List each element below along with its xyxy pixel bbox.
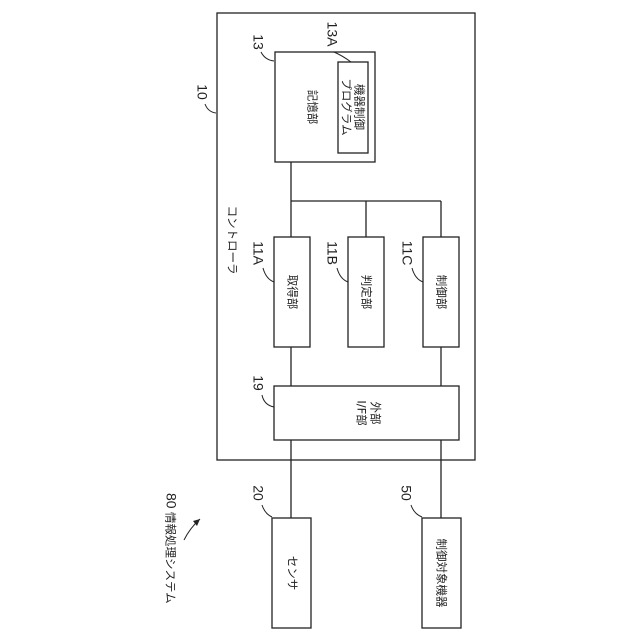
storage-label: 記憶部 <box>306 90 320 125</box>
acquisition-label: 取得部 <box>286 275 300 310</box>
acquisition-ref-number: 11A <box>250 241 266 266</box>
storage-ref-number: 13 <box>250 34 266 50</box>
control-ref-number: 11C <box>399 241 415 266</box>
system-label: 情報処理システム <box>164 512 178 604</box>
judgment-label: 判定部 <box>360 275 374 310</box>
controller-ref-number: 10 <box>194 84 210 100</box>
device-label: 制御対象機器 <box>435 539 449 608</box>
program-label-line2: プログラム <box>340 78 354 135</box>
program-label-line1: 機器制御 <box>353 84 367 130</box>
external-if-ref-number: 19 <box>250 375 266 391</box>
external-if-label-line1: 外部 <box>369 402 383 425</box>
system-ref-number: 80 <box>163 493 179 509</box>
sensor-ref-number: 20 <box>250 485 266 501</box>
sensor-label: センサ <box>286 556 300 591</box>
device-ref-number: 50 <box>398 485 414 501</box>
controller-label: コントローラ <box>226 206 240 275</box>
program-ref-number: 13A <box>324 22 340 48</box>
judgment-ref-number: 11B <box>324 241 340 265</box>
sensor-leader <box>262 505 272 517</box>
control-label: 制御部 <box>435 275 449 310</box>
controller-leader <box>205 104 216 113</box>
device-leader <box>411 505 422 517</box>
external-if-label-line2: I/F部 <box>355 400 369 425</box>
